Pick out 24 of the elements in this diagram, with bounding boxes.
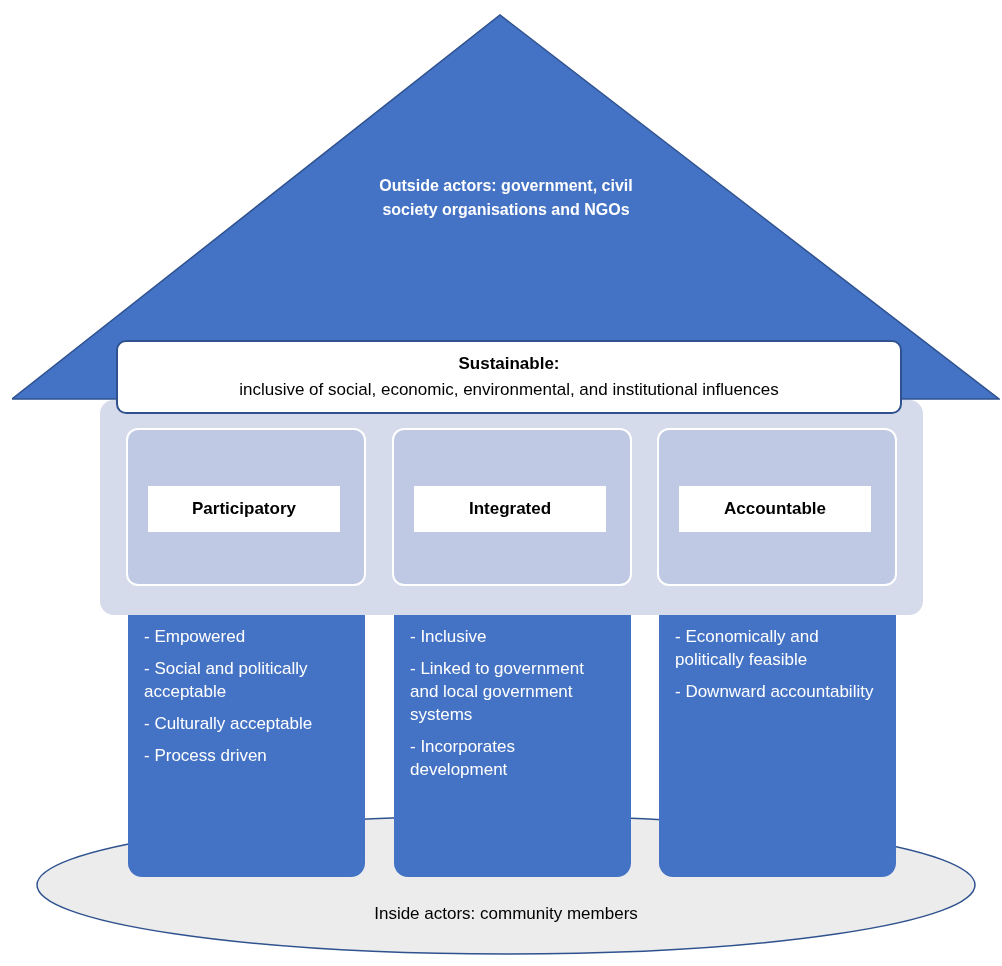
bullet-text: - Culturally acceptable [144,713,314,735]
bullet-text: - Process driven [144,745,268,767]
bullet-text: - Inclusive [410,626,488,648]
pillar-column [128,615,365,877]
base-text: Inside actors: community members [373,903,639,925]
bullet-text: - Incorporates development [410,736,516,781]
banner-text: inclusive of social, economic, environmental, and institutional influences [239,379,779,401]
pillar-column [659,615,896,877]
bullet-text: - Empowered [144,626,247,648]
pillar-panel [100,400,923,615]
pillar-capital [392,428,632,586]
pillar-title: Participatory [148,486,340,532]
banner-box [116,340,902,414]
bullet-text: - Downward accountability [675,681,875,703]
bullet-text: - Social and politically acceptable [144,658,309,703]
roof-text: Outside actors: government, civil society organisations and NGOs [378,176,634,220]
bullet-text: - Economically and politically feasible [675,626,820,671]
pillar-column [394,615,631,877]
pillar-capital [126,428,366,586]
banner-heading: Sustainable: [458,353,560,375]
bullet-text: - Linked to government and local government systems [410,658,585,726]
pillar-title: Integrated [414,486,606,532]
pillar-capital [657,428,897,586]
pillar-title: Accountable [679,486,871,532]
